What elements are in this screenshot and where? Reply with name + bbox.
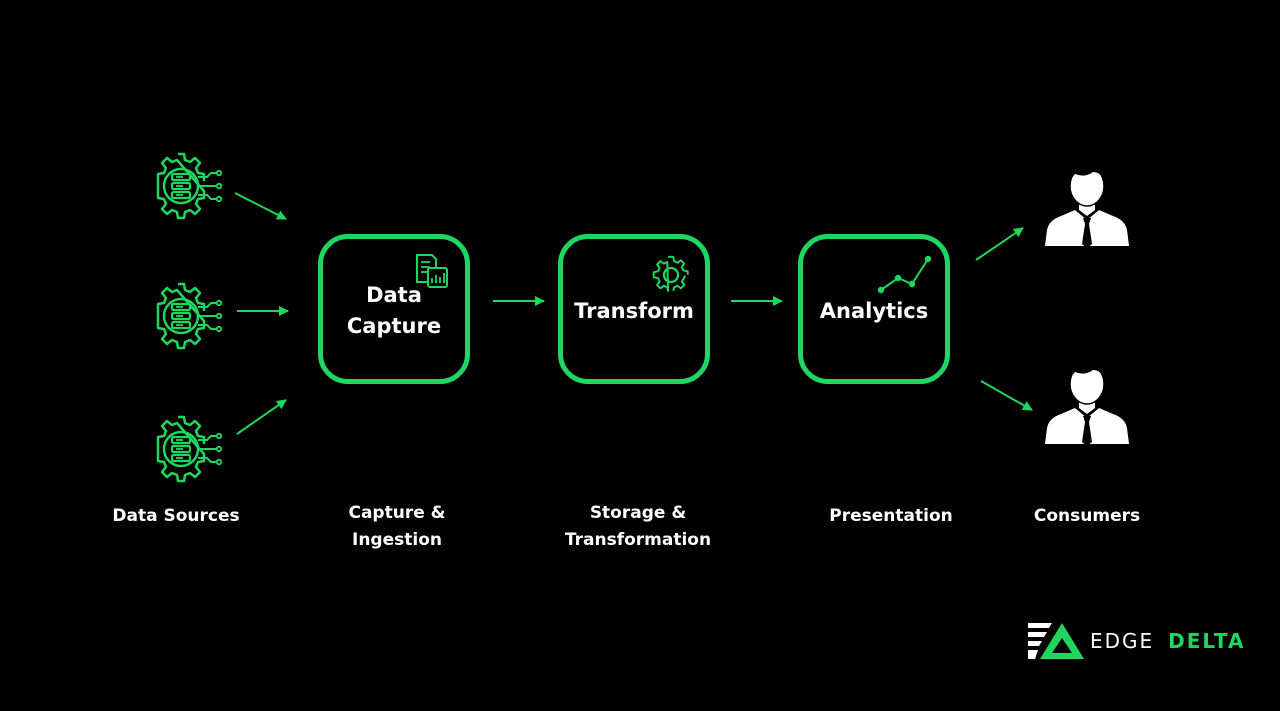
caption-consumers: Consumers	[1033, 506, 1141, 526]
line-chart-icon	[877, 255, 932, 294]
arrow-source1-to-capture	[234, 192, 287, 220]
brand-word-edge: EDGE	[1090, 629, 1155, 653]
consumer-icon-2	[1044, 361, 1130, 447]
stage-data-capture: Data Capture	[318, 234, 470, 384]
brand-logo: EDGE DELTA	[1028, 620, 1243, 662]
arrow-analytics-to-consumer2	[980, 380, 1033, 411]
stage-title-analytics: Analytics	[819, 298, 929, 323]
edge-delta-logo-icon	[1028, 623, 1084, 659]
caption-capture-ingestion: Capture & Ingestion	[348, 503, 446, 550]
stage-transform: Transform	[558, 234, 710, 384]
document-chart-icon	[416, 254, 448, 288]
stage-title-data-capture: Data Capture	[346, 283, 442, 338]
stage-analytics: Analytics	[798, 234, 950, 384]
arrow-source3-to-capture	[236, 399, 287, 435]
stage-title-transform: Transform	[574, 298, 694, 323]
caption-storage-transformation: Storage & Transformation	[564, 503, 712, 550]
brand-word-delta: DELTA	[1168, 629, 1246, 653]
arrow-analytics-to-consumer1	[975, 227, 1024, 261]
consumer-icon-1	[1044, 163, 1130, 249]
caption-presentation: Presentation	[829, 506, 953, 526]
gear-icon	[652, 255, 689, 292]
caption-data-sources: Data Sources	[112, 506, 240, 526]
